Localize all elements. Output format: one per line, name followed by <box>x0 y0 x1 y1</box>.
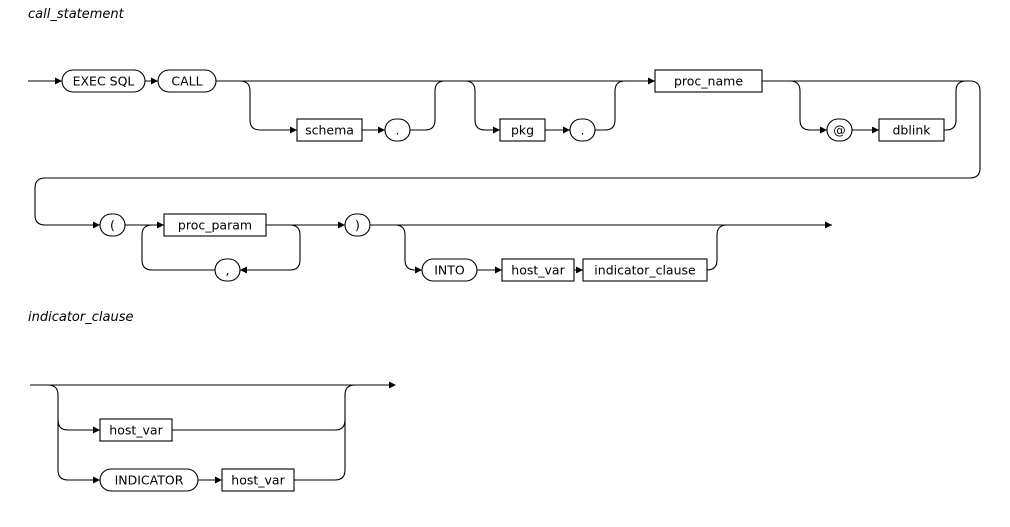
arrowhead <box>151 77 158 85</box>
nonterminal-host-var-shape <box>501 258 575 282</box>
terminal-rparen: ) <box>344 213 371 237</box>
terminal-indicator-label: INDICATOR <box>115 473 184 488</box>
terminal-indicator: INDICATOR <box>99 468 199 492</box>
nonterminal-schema-shape <box>296 118 363 142</box>
rail-into-branch <box>394 224 728 271</box>
nonterminal-host-var-direct: host_var <box>99 418 173 442</box>
nonterminal-host-var-indicator-shape <box>221 468 295 492</box>
nonterminal-host-var: host_var <box>501 258 575 282</box>
rail-wrap-to-row2 <box>34 80 981 226</box>
nonterminal-host-var-direct-label: host_var <box>109 423 163 438</box>
nonterminal-dblink-label: dblink <box>893 123 932 138</box>
terminal-indicator-shape <box>99 468 199 492</box>
arrowhead <box>55 77 62 85</box>
nonterminal-schema-label: schema <box>305 123 354 138</box>
nonterminal-indicator-clause-label: indicator_clause <box>594 263 696 278</box>
arrowhead <box>157 221 164 229</box>
connectors-call-statement <box>28 80 981 271</box>
terminal-exec-sql-shape <box>61 69 146 93</box>
nonterminal-host-var-indicator-label: host_var <box>231 473 285 488</box>
call-statement-diagram: call_statement <box>28 7 981 282</box>
arrowhead <box>338 221 345 229</box>
terminal-lparen-label: ( <box>110 218 115 233</box>
terminal-dot1-label: . <box>396 123 400 138</box>
arrowhead <box>389 381 396 389</box>
nonterminal-schema: schema <box>296 118 363 142</box>
nonterminal-proc-param-shape <box>163 213 267 237</box>
arrowhead <box>290 126 297 134</box>
diagram-title-call-statement: call_statement <box>28 7 125 22</box>
nonterminal-host-var-direct-shape <box>99 418 173 442</box>
indicator-clause-diagram: indicator_clause host_var INDICAT <box>28 310 396 492</box>
terminal-dot2-label: . <box>581 123 585 138</box>
nonterminal-dblink-shape <box>878 118 945 142</box>
nonterminal-pkg-label: pkg <box>511 123 534 138</box>
arrowhead <box>820 126 827 134</box>
arrowheads-call-statement <box>55 77 879 274</box>
rail-d2-left-vertical <box>47 384 100 481</box>
arrowhead <box>240 266 247 274</box>
nonterminal-pkg: pkg <box>499 118 546 142</box>
nonterminal-proc-param: proc_param <box>163 213 267 237</box>
arrowheads-indicator-clause <box>93 381 396 484</box>
nonterminal-proc-name-label: proc_name <box>674 74 743 89</box>
terminal-lparen-shape <box>99 213 126 237</box>
terminal-comma-shape <box>214 258 241 282</box>
rail-comma-loop <box>141 224 301 271</box>
nonterminal-host-var-indicator: host_var <box>221 468 295 492</box>
nonterminal-pkg-shape <box>499 118 546 142</box>
terminal-at-shape <box>826 118 853 142</box>
arrowhead <box>415 266 422 274</box>
arrowhead <box>872 126 879 134</box>
terminal-into: INTO <box>421 258 478 282</box>
nonterminal-indicator-clause-shape <box>582 258 708 282</box>
nonterminal-indicator-clause: indicator_clause <box>582 258 708 282</box>
terminal-call-label: CALL <box>171 74 202 89</box>
arrowhead <box>93 476 100 484</box>
rail-d2-right-vertical <box>344 384 356 470</box>
terminal-rparen-shape <box>344 213 371 237</box>
arrowhead <box>215 476 222 484</box>
terminal-call-shape <box>157 69 217 93</box>
terminal-dot2: . <box>569 118 596 142</box>
terminal-exec-sql: EXEC SQL <box>61 69 146 93</box>
terminal-comma-label: , <box>226 263 230 278</box>
arrowhead <box>648 77 655 85</box>
nonterminal-proc-name: proc_name <box>654 69 763 93</box>
arrowhead <box>93 221 100 229</box>
terminal-lparen: ( <box>99 213 126 237</box>
arrowhead <box>93 426 100 434</box>
arrowhead <box>563 126 570 134</box>
nonterminal-dblink: dblink <box>878 118 945 142</box>
terminal-at-label: @ <box>833 123 846 138</box>
terminal-dot2-shape <box>569 118 596 142</box>
diagram-title-indicator-clause: indicator_clause <box>28 310 133 325</box>
arrowhead <box>495 266 502 274</box>
nonterminal-host-var-label: host_var <box>511 263 565 278</box>
nonterminal-proc-name-shape <box>654 69 763 93</box>
terminal-call: CALL <box>157 69 217 93</box>
terminal-dot1-shape <box>384 118 411 142</box>
terminal-comma: , <box>214 258 241 282</box>
arrowhead <box>576 266 583 274</box>
arrowhead <box>378 126 385 134</box>
terminal-rparen-label: ) <box>355 218 360 233</box>
terminal-exec-sql-label: EXEC SQL <box>73 74 135 89</box>
arrowhead <box>493 126 500 134</box>
terminal-into-label: INTO <box>434 263 465 278</box>
connectors-indicator-clause <box>30 384 393 481</box>
terminal-at: @ <box>826 118 853 142</box>
nonterminal-proc-param-label: proc_param <box>178 218 252 233</box>
terminal-into-shape <box>421 258 478 282</box>
arrowhead <box>825 221 832 229</box>
terminal-dot1: . <box>384 118 411 142</box>
